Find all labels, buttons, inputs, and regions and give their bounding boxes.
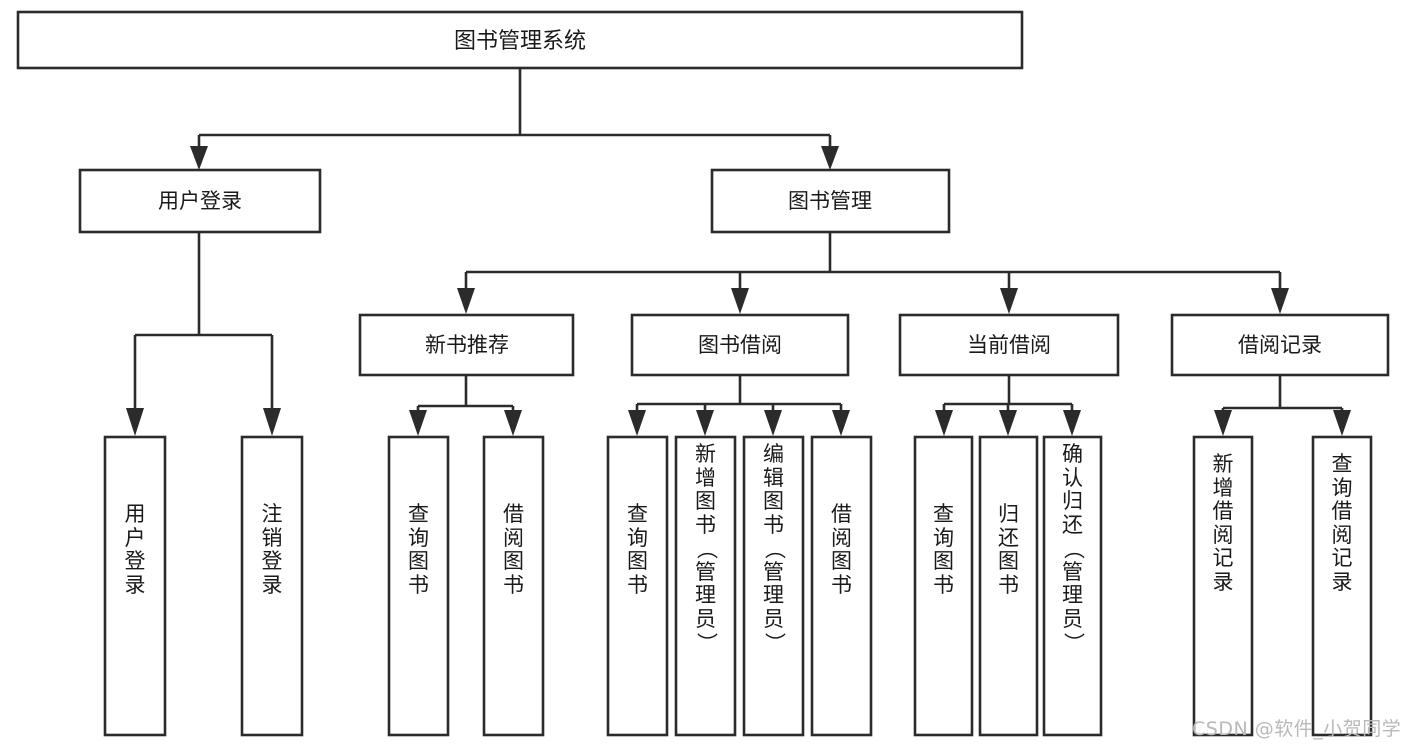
node-book-manage-box[interactable] (710, 168, 951, 234)
arrow-head-leaf-borrow-book-1 (504, 410, 522, 436)
node-user-login-label: 用户登录 (158, 189, 242, 213)
arrow-head-leaf-return-book (999, 410, 1017, 436)
node-book-borrow-box[interactable] (630, 313, 850, 377)
arrow-head-book-borrow (731, 288, 749, 314)
node-new-book-recommend-box[interactable] (358, 313, 575, 377)
leaf-logout-box[interactable] (240, 435, 304, 737)
leaf-boxes-current-borrow (913, 435, 1103, 737)
connector-group-book-manage (457, 232, 1289, 314)
leaf-edit-book-box[interactable] (742, 435, 805, 737)
node-new-book-recommend[interactable]: 新书推荐 (358, 313, 575, 377)
connector-group-new-book-recommend (409, 375, 522, 436)
arrow-head-leaf-borrow-book-2 (832, 410, 850, 436)
node-new-book-recommend-label: 新书推荐 (425, 333, 509, 357)
leaf-query-record-box[interactable] (1311, 435, 1373, 737)
node-root[interactable]: 图书管理系统 (16, 10, 1024, 70)
arrow-head-user-login (190, 146, 208, 170)
arrow-head-leaf-edit-book (764, 410, 782, 436)
leaf-add-record-box[interactable] (1192, 435, 1254, 737)
arrow-head-book-manage (821, 146, 839, 170)
arrow-head-new-book-recommend (457, 288, 475, 314)
leaf-boxes-user-login (103, 435, 304, 737)
arrow-head-leaf-add-book (696, 410, 714, 436)
connector-group-book-borrow (628, 375, 850, 436)
node-current-borrow-box[interactable] (898, 313, 1120, 377)
arrow-head-leaf-query-record (1333, 410, 1351, 436)
leaf-confirm-return-box[interactable] (1042, 435, 1103, 737)
arrow-head-current-borrow (1000, 288, 1018, 314)
leaf-query-book-3-box[interactable] (913, 435, 974, 737)
node-current-borrow-label: 当前借阅 (967, 333, 1051, 357)
node-borrow-record-box[interactable] (1170, 313, 1390, 377)
node-book-manage[interactable]: 图书管理 (710, 168, 951, 234)
node-root-box[interactable] (16, 10, 1024, 70)
leaf-boxes-new-book-recommend (387, 435, 545, 737)
leaf-boxes-borrow-record (1192, 435, 1373, 737)
arrow-head-leaf-query-book-1 (409, 410, 427, 436)
arrow-head-leaf-logout (263, 408, 281, 436)
node-user-login-box[interactable] (78, 168, 322, 234)
leaf-borrow-book-2-box[interactable] (810, 435, 873, 737)
leaf-boxes-book-borrow (606, 435, 873, 737)
node-book-borrow-label: 图书借阅 (698, 333, 782, 357)
connector-group-root (190, 68, 839, 170)
arrow-head-leaf-add-record (1214, 410, 1232, 436)
node-book-borrow[interactable]: 图书借阅 (630, 313, 850, 377)
arrow-head-leaf-query-book-3 (935, 410, 953, 436)
leaf-query-book-1-box[interactable] (387, 435, 450, 737)
leaf-user-login-box[interactable] (103, 435, 167, 737)
node-user-login[interactable]: 用户登录 (78, 168, 322, 234)
node-borrow-record-label: 借阅记录 (1238, 333, 1322, 357)
connector-group-current-borrow (935, 375, 1081, 436)
arrow-head-leaf-user-login (126, 408, 144, 436)
connector-group-borrow-record (1214, 375, 1351, 436)
connector-group-user-login (126, 232, 281, 436)
leaf-add-book-box[interactable] (674, 435, 737, 737)
node-current-borrow[interactable]: 当前借阅 (898, 313, 1120, 377)
node-root-label: 图书管理系统 (454, 29, 586, 54)
leaf-query-book-2-box[interactable] (606, 435, 669, 737)
arrow-head-leaf-confirm-return (1063, 410, 1081, 436)
arrow-head-leaf-query-book-2 (628, 410, 646, 436)
node-borrow-record[interactable]: 借阅记录 (1170, 313, 1390, 377)
arrow-head-borrow-record (1271, 288, 1289, 314)
node-book-manage-label: 图书管理 (788, 189, 872, 213)
leaf-return-book-box[interactable] (978, 435, 1039, 737)
leaf-borrow-book-1-box[interactable] (482, 435, 545, 737)
